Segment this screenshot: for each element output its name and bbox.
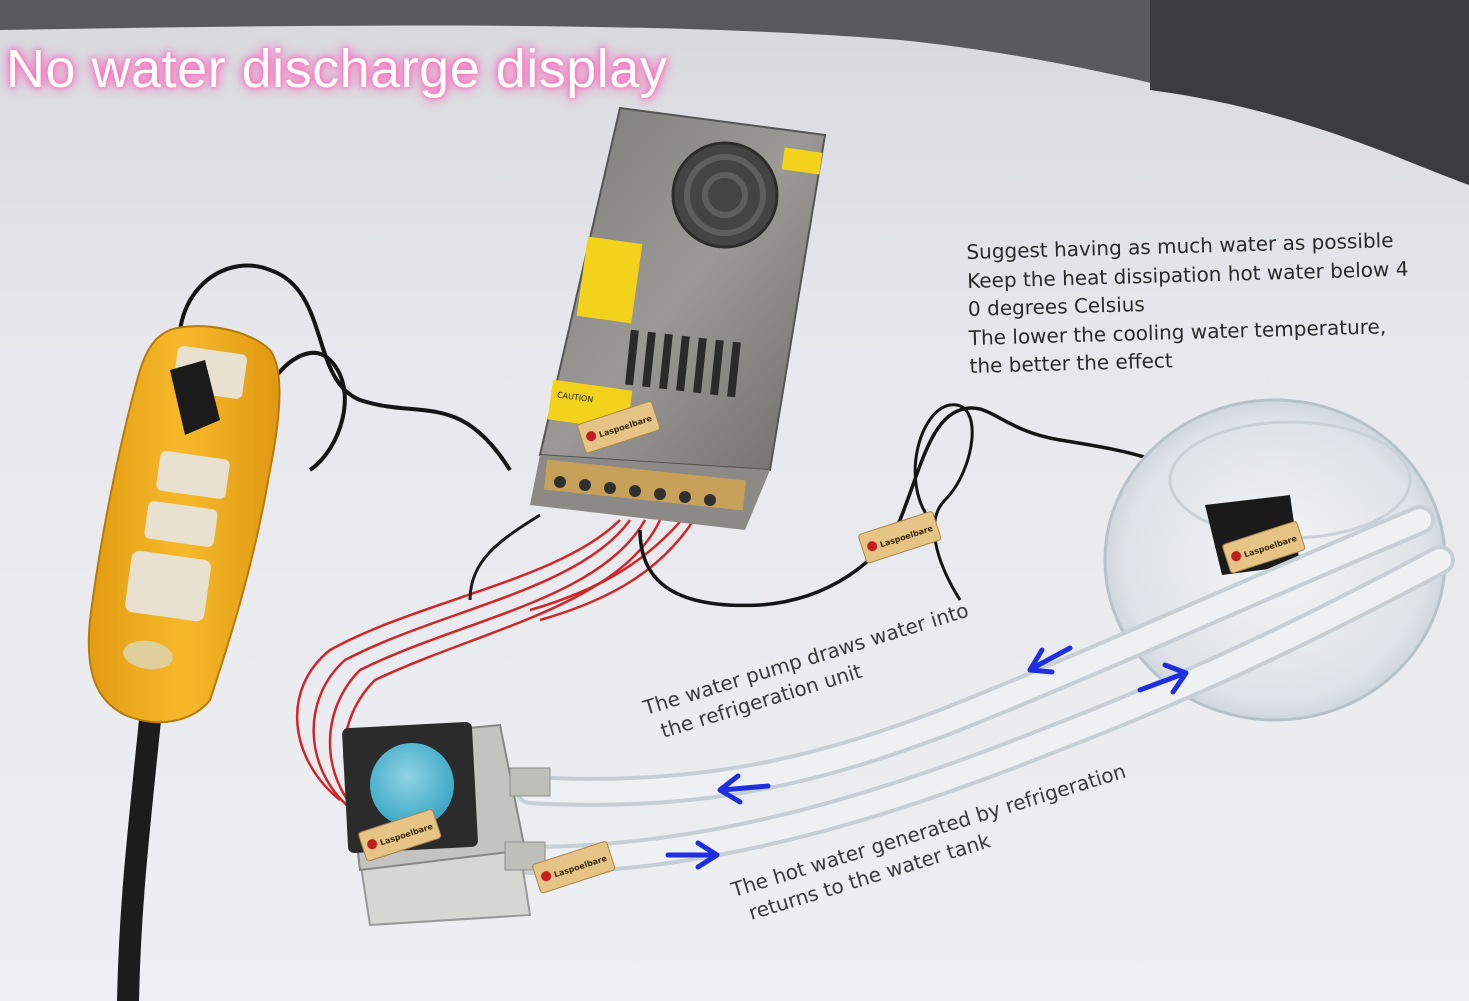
arrow-right-icon [665, 840, 720, 870]
brand-tag: Laspoelbare [532, 841, 616, 894]
power-strip [87, 325, 281, 724]
brand-tag: Laspoelbare [1222, 521, 1306, 574]
black-wire [468, 513, 541, 601]
arrow-right-icon [1137, 662, 1189, 695]
brand-tag: Laspoelbare [577, 401, 661, 454]
advice-note: Suggest having as much water as possible… [966, 224, 1460, 380]
dark-backdrop [0, 0, 1469, 170]
arrow-left-icon [1027, 645, 1073, 675]
power-cable [117, 709, 161, 1001]
brand-tag: Laspoelbare [358, 809, 442, 862]
page-title: No water discharge display [6, 39, 668, 99]
psu-mains-wire [177, 263, 512, 472]
tubes [515, 505, 1455, 875]
flow-arrows [665, 645, 1189, 870]
cooler-unit [342, 721, 551, 927]
blurred-fan-center [370, 743, 454, 827]
dark-backdrop-corner [1150, 0, 1469, 185]
power-supply: CAUTION [530, 106, 827, 530]
pump-wire [638, 406, 1242, 608]
brand-tag: Laspoelbare [858, 511, 942, 564]
arrow-left-icon [717, 773, 771, 805]
red-wires [295, 509, 702, 821]
water-tank [1103, 398, 1447, 722]
